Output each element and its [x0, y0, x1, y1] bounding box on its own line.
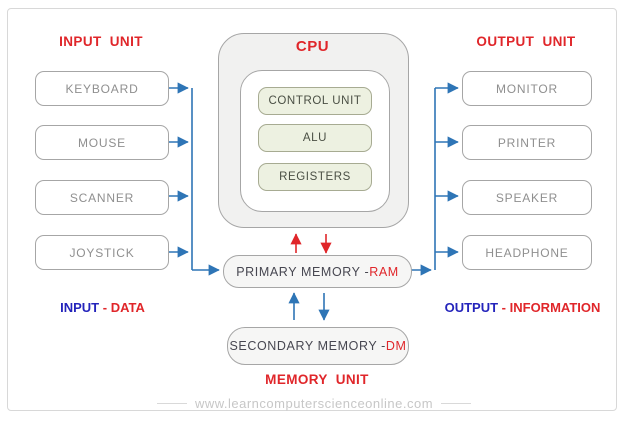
- diagram-border-frame: [7, 8, 617, 411]
- ram-highlight: RAM: [369, 264, 399, 279]
- chip-control-unit: CONTROL UNIT: [258, 87, 372, 115]
- input-data-label: INPUT - DATA: [35, 300, 170, 315]
- secondary-memory-box: SECONDARY MEMORY - DM: [227, 327, 409, 365]
- watermark: www.learncomputerscienceonline.com: [0, 396, 628, 411]
- input-word: INPUT: [60, 300, 100, 315]
- cpu-title: CPU: [295, 38, 330, 55]
- device-box-speaker: SPEAKER: [462, 180, 592, 215]
- secondary-memory-label: SECONDARY MEMORY -: [229, 339, 386, 353]
- input-unit-title: INPUT UNIT: [59, 34, 143, 49]
- device-box-monitor: MONITOR: [462, 71, 592, 106]
- dm-highlight: DM: [385, 339, 407, 353]
- device-box-keyboard: KEYBOARD: [35, 71, 169, 106]
- memory-unit-title: MEMORY UNIT: [265, 372, 369, 387]
- device-box-joystick: JOYSTICK: [35, 235, 169, 270]
- device-box-headphone: HEADPHONE: [462, 235, 592, 270]
- device-box-scanner: SCANNER: [35, 180, 169, 215]
- chip-alu: ALU: [258, 124, 372, 152]
- device-box-printer: PRINTER: [462, 125, 592, 160]
- watermark-left-dash: [156, 403, 187, 404]
- primary-memory-box: PRIMARY MEMORY - RAM: [223, 255, 412, 288]
- chip-registers: REGISTERS: [258, 163, 372, 191]
- watermark-right-dash: [441, 403, 472, 404]
- device-box-mouse: MOUSE: [35, 125, 169, 160]
- primary-memory-label: PRIMARY MEMORY -: [236, 264, 370, 279]
- input-sep: -: [99, 300, 111, 315]
- data-word: DATA: [110, 300, 145, 315]
- output-information-label: OUTPUT - INFORMATION: [425, 300, 620, 315]
- output-unit-title: OUTPUT UNIT: [476, 34, 576, 49]
- output-sep: -: [498, 300, 510, 315]
- output-word: OUTPUT: [444, 300, 499, 315]
- information-word: INFORMATION: [509, 300, 601, 315]
- watermark-url: www.learncomputerscienceonline.com: [194, 396, 434, 411]
